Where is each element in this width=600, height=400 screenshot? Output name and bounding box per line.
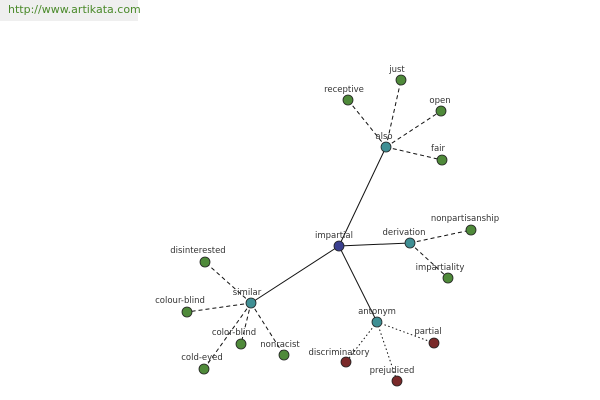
node-dot-open[interactable]	[435, 105, 447, 117]
node-disinterested[interactable]: disinterested	[170, 246, 226, 268]
node-dot-prejudiced[interactable]	[391, 375, 403, 387]
site-url-link[interactable]: http://www.artikata.com	[8, 3, 141, 16]
edge-similar-color-blind	[240, 302, 252, 345]
edge-impartial-antonym	[338, 245, 378, 323]
node-cold-eyed[interactable]: cold-eyed	[181, 353, 223, 375]
edge-impartial-also	[338, 146, 387, 247]
node-discriminatory[interactable]: discriminatory	[308, 348, 370, 368]
node-label-just[interactable]: just	[388, 65, 405, 75]
node-also[interactable]: also	[375, 132, 393, 153]
node-label-receptive[interactable]: receptive	[324, 85, 364, 95]
edge-also-fair	[385, 146, 443, 161]
node-label-disinterested[interactable]: disinterested	[170, 246, 225, 256]
node-nonpartisanship[interactable]: nonpartisanship	[431, 214, 499, 236]
node-dot-fair[interactable]	[436, 154, 448, 166]
edge-derivation-impartiality	[409, 242, 449, 279]
edge-antonym-discriminatory	[345, 321, 378, 363]
node-similar[interactable]: similar	[233, 288, 262, 309]
node-dot-color-blind[interactable]	[235, 338, 247, 350]
node-label-prejudiced[interactable]: prejudiced	[370, 366, 415, 376]
graph-nodes: impartial also derivation similar antonym jus…	[155, 65, 499, 387]
edge-also-open	[385, 110, 442, 148]
node-derivation[interactable]: derivation	[382, 228, 426, 249]
node-label-nonracist[interactable]: nonracist	[260, 340, 300, 350]
node-dot-also[interactable]	[380, 141, 392, 153]
node-open[interactable]: open	[429, 96, 451, 117]
node-dot-nonpartisanship[interactable]	[465, 224, 477, 236]
graph-edges	[186, 79, 472, 382]
node-label-impartial[interactable]: impartial	[315, 231, 353, 241]
node-label-fair[interactable]: fair	[431, 144, 446, 154]
node-label-impartiality[interactable]: impartiality	[416, 263, 465, 273]
node-dot-cold-eyed[interactable]	[198, 363, 210, 375]
node-dot-similar[interactable]	[245, 297, 257, 309]
node-dot-discriminatory[interactable]	[340, 356, 352, 368]
edge-impartial-derivation	[338, 242, 411, 247]
node-color-blind[interactable]: color-blind	[212, 328, 256, 350]
node-dot-impartiality[interactable]	[442, 272, 454, 284]
node-fair[interactable]: fair	[431, 144, 448, 166]
node-impartial[interactable]: impartial	[315, 231, 353, 252]
edge-also-receptive	[347, 99, 387, 148]
node-label-similar[interactable]: similar	[233, 288, 262, 298]
node-label-derivation[interactable]: derivation	[382, 228, 425, 238]
node-dot-partial[interactable]	[428, 337, 440, 349]
node-dot-receptive[interactable]	[342, 94, 354, 106]
node-partial[interactable]: partial	[414, 327, 442, 349]
node-receptive[interactable]: receptive	[324, 85, 364, 106]
node-label-partial[interactable]: partial	[414, 327, 441, 337]
node-dot-antonym[interactable]	[371, 316, 383, 328]
node-label-cold-eyed[interactable]: cold-eyed	[181, 353, 223, 363]
node-label-antonym[interactable]: antonym	[358, 307, 396, 317]
node-antonym[interactable]: antonym	[358, 307, 396, 328]
node-nonracist[interactable]: nonracist	[260, 340, 300, 361]
edge-similar-disinterested	[204, 261, 252, 304]
node-prejudiced[interactable]: prejudiced	[370, 366, 415, 387]
edge-similar-colour-blind	[186, 302, 252, 313]
node-label-open[interactable]: open	[429, 96, 450, 106]
node-dot-derivation[interactable]	[404, 237, 416, 249]
url-bar: http://www.artikata.com	[0, 0, 141, 21]
edge-impartial-similar	[250, 245, 340, 304]
node-label-color-blind[interactable]: color-blind	[212, 328, 256, 338]
node-label-also[interactable]: also	[375, 132, 392, 142]
node-dot-impartial[interactable]	[333, 240, 345, 252]
node-just[interactable]: just	[388, 65, 407, 86]
node-label-colour-blind[interactable]: colour-blind	[155, 296, 205, 306]
node-dot-colour-blind[interactable]	[181, 306, 193, 318]
node-colour-blind[interactable]: colour-blind	[155, 296, 205, 318]
node-label-nonpartisanship[interactable]: nonpartisanship	[431, 214, 499, 224]
node-dot-nonracist[interactable]	[278, 349, 290, 361]
node-dot-disinterested[interactable]	[199, 256, 211, 268]
node-impartiality[interactable]: impartiality	[416, 263, 465, 284]
node-label-discriminatory[interactable]: discriminatory	[308, 348, 369, 358]
edge-derivation-nonpartisanship	[409, 229, 472, 244]
edge-also-just	[385, 79, 402, 148]
edge-similar-nonracist	[250, 302, 285, 356]
node-dot-just[interactable]	[395, 74, 407, 86]
